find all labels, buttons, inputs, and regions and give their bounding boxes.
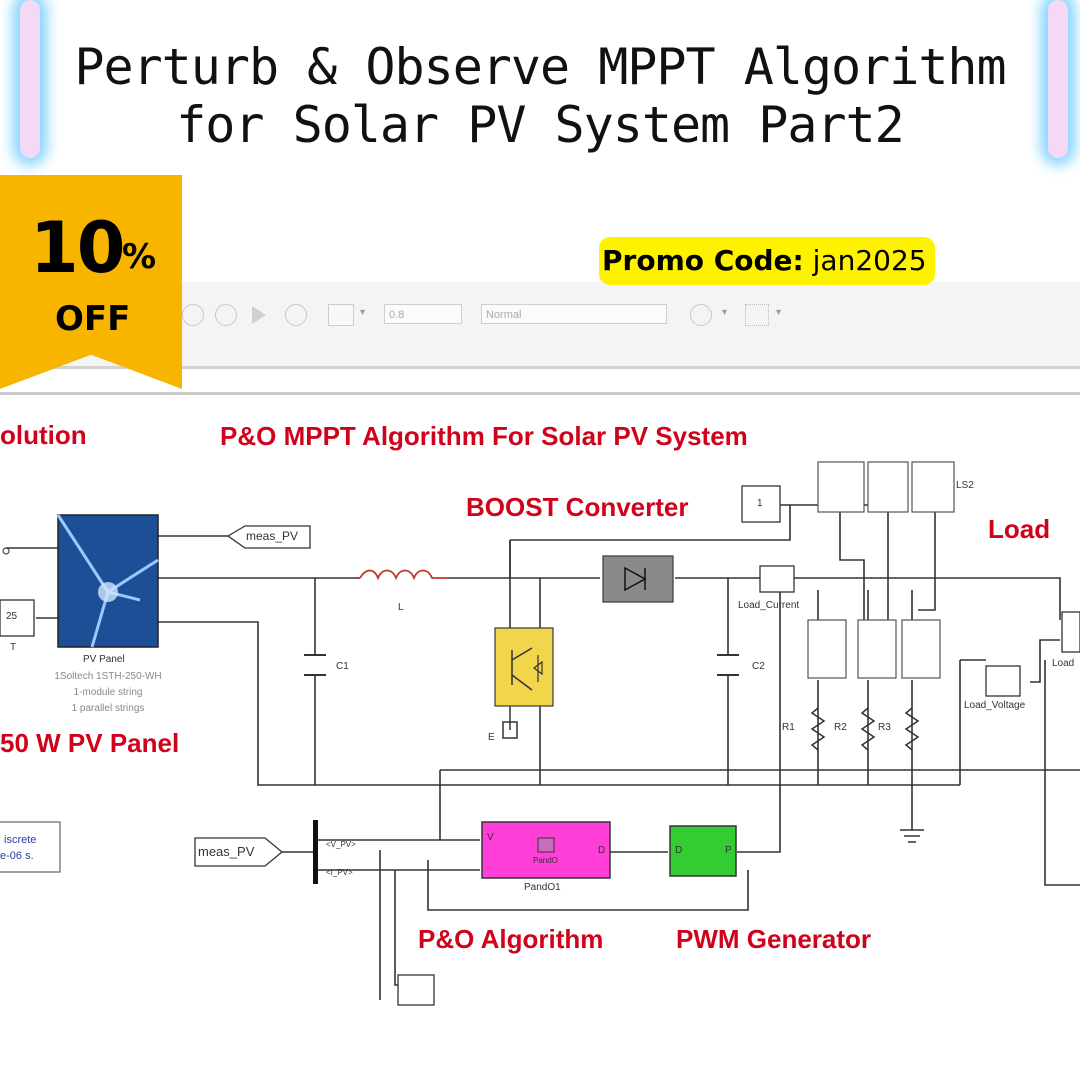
discount-percent: % (122, 237, 157, 277)
meas-pv-goto-label: meas_PV (246, 529, 299, 543)
wire-pv-const (6, 547, 60, 619)
left-glow-bar (20, 0, 40, 158)
temperature-value: 25 (6, 611, 18, 622)
meas-pv-goto-tag (226, 525, 311, 549)
wire-load-bus (794, 577, 1061, 620)
toolbar-divider (0, 392, 1080, 395)
meas-pv-from-tag (194, 837, 284, 867)
pando-block-name: PandO1 (524, 882, 561, 893)
diagram-clipped-label: olution (0, 420, 87, 450)
step-forward-icon[interactable] (252, 306, 266, 324)
pando-port-in: V (487, 832, 494, 843)
inductor-label: L (398, 602, 404, 613)
load-clipped-label: Load (1052, 658, 1075, 669)
load-label: Load (988, 514, 1051, 544)
discount-off: OFF (55, 299, 131, 339)
wire-down-2 (394, 870, 405, 986)
pwm-port-out: P (725, 845, 732, 856)
load-current-sensor (759, 565, 795, 593)
bus-i-label: <I_PV> (326, 868, 353, 877)
wire-breaker-1 (790, 504, 889, 620)
diode-block (602, 555, 674, 603)
stop-button[interactable] (285, 304, 307, 326)
powergui-text-1: iscrete (4, 834, 37, 846)
igbt-block (494, 627, 554, 707)
pwm-generator-label: PWM Generator (676, 924, 872, 954)
dropdown-arrow-icon[interactable]: ▾ (776, 307, 782, 318)
temperature-constant (0, 599, 35, 637)
stop-time-input[interactable]: 0.8 (384, 304, 462, 324)
wire-load-voltage (959, 639, 1060, 785)
bus-selector (313, 820, 318, 884)
resistor-r1-label: R1 (782, 722, 795, 733)
pwm-generator-block (669, 825, 737, 877)
wire-pwm-out (737, 590, 781, 853)
promo-code-banner: Promo Code: jan2025 (599, 237, 935, 285)
wire-pv-neg (158, 621, 960, 786)
inductor-coil (359, 569, 448, 581)
scope-block (397, 974, 435, 1006)
discount-badge: 10 % OFF (0, 175, 182, 389)
title-line-2: for Solar PV System Part2 (176, 96, 905, 154)
wire-pwm-return (427, 860, 749, 911)
load-switches (807, 619, 941, 679)
step-back-button[interactable] (182, 304, 204, 326)
pv-block-name: PV Panel (83, 654, 125, 665)
pv-panel-block (56, 514, 159, 648)
dropdown-arrow-icon[interactable]: ▾ (722, 307, 728, 318)
constant-one-label: 1 (757, 498, 763, 509)
sim-mode-select[interactable]: Normal (481, 304, 667, 324)
breaker-blocks (817, 461, 955, 513)
resistors (810, 707, 920, 751)
c2-label: C2 (752, 661, 765, 672)
right-glow-bar (1048, 0, 1068, 158)
promo-label: Promo Code: (602, 244, 804, 277)
wire-breaker-3 (918, 510, 936, 611)
constant-one-block (741, 485, 781, 523)
diagram-title: P&O MPPT Algorithm For Solar PV System (220, 421, 748, 451)
wire-inductor-out (448, 540, 600, 579)
pando-block (481, 821, 611, 879)
capacitor-c1 (304, 654, 326, 676)
resistor-r3-label: R3 (878, 722, 891, 733)
dropdown-arrow-icon[interactable]: ▾ (360, 307, 366, 318)
c1-label: C1 (336, 661, 349, 672)
pando-port-out: D (598, 845, 606, 856)
model-advisor-button[interactable] (690, 304, 712, 326)
load-current-label: Load_Current (738, 600, 800, 611)
wire-breaker-2 (839, 510, 865, 620)
pv-block-desc-2: 1-module string (73, 687, 143, 698)
discount-number: 10 (30, 207, 125, 289)
ground-icon (900, 829, 924, 843)
load-voltage-label: Load_Voltage (964, 700, 1026, 711)
load-clipped-block (1061, 611, 1080, 653)
scope-icon[interactable] (328, 304, 354, 326)
load-voltage-sensor (985, 665, 1021, 697)
boost-converter-label: BOOST Converter (466, 492, 689, 522)
meas-pv-from-label: meas_PV (198, 844, 255, 859)
wire-load-right (1044, 660, 1080, 886)
pv-panel-rating-label: 50 W PV Panel (0, 728, 180, 758)
powergui-text-2: e-06 s. (0, 850, 34, 862)
igbt-ground-icon (502, 706, 518, 739)
run-button[interactable] (215, 304, 237, 326)
capacitor-c2 (717, 654, 739, 676)
promo-code: jan2025 (812, 244, 927, 277)
library-icon[interactable] (745, 304, 769, 326)
temperature-label: T (10, 642, 17, 653)
po-algorithm-label: P&O Algorithm (418, 924, 604, 954)
pwm-port-in: D (675, 845, 683, 856)
pando-block-text: PandO (533, 856, 558, 865)
breaker-label: LS2 (956, 480, 974, 491)
pv-block-desc-3: 1 parallel strings (71, 703, 145, 714)
bus-v-label: <V_PV> (326, 840, 356, 849)
resistor-r2-label: R2 (834, 722, 847, 733)
wire-pv-input (2, 547, 10, 555)
igbt-e-label: E (488, 732, 495, 743)
page-title: Perturb & Observe MPPT Algorithm for Sol… (0, 38, 1080, 154)
powergui-block (0, 821, 61, 873)
pv-block-desc-1: 1Soltech 1STH-250-WH (54, 671, 162, 682)
title-line-1: Perturb & Observe MPPT Algorithm (74, 38, 1006, 96)
